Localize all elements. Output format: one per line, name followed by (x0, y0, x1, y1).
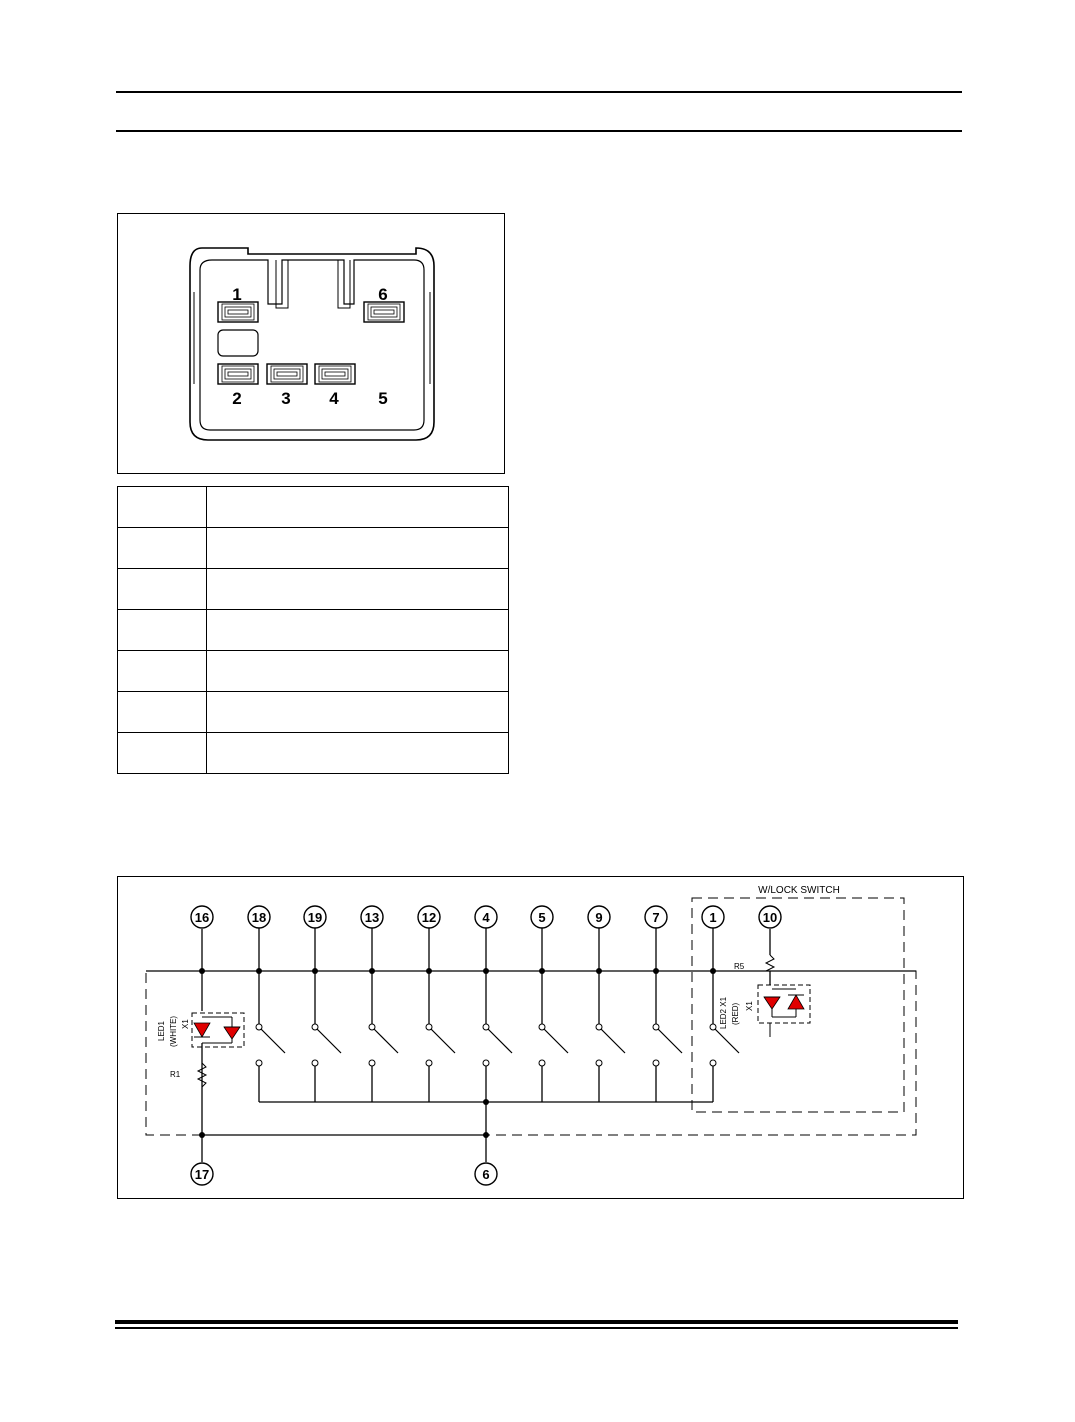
description-cell (206, 691, 509, 733)
wlock-switch-title: W/LOCK SWITCH (758, 885, 840, 896)
description-cell (206, 486, 509, 528)
terminal-label: 12 (422, 910, 436, 925)
footer-rule-thin (115, 1327, 958, 1329)
table-row (117, 568, 509, 610)
terminal-17 (190, 1162, 214, 1186)
r5-resistor (764, 954, 776, 972)
pin-label-4: 4 (329, 389, 339, 408)
terminal-label: 5 (538, 910, 545, 925)
terminal-label: 10 (763, 910, 777, 925)
pin-description-table (117, 486, 509, 774)
pin-label-6: 6 (378, 285, 387, 304)
led2-diode-a (763, 996, 781, 1010)
pin-cell (117, 691, 207, 733)
pin-cavity (217, 363, 259, 385)
switch-contact (600, 1028, 626, 1054)
led1-color: (WHITE) (169, 1016, 178, 1047)
led2-label: LED2 X1 (719, 996, 728, 1029)
led2-color: (RED) (731, 1002, 740, 1025)
switch-contact (487, 1028, 513, 1054)
switch-contact (543, 1028, 569, 1054)
pin-cavity (363, 301, 405, 323)
terminal-label: 19 (308, 910, 322, 925)
switch-contact (316, 1028, 342, 1054)
pin-cell (117, 609, 207, 651)
terminal-17-label: 17 (195, 1167, 209, 1182)
led1-label: LED1 (157, 1020, 166, 1041)
terminal-label: 4 (482, 910, 490, 925)
pin-cell (117, 732, 207, 774)
switch-contact (373, 1028, 399, 1054)
pin-cavity (314, 363, 356, 385)
switch-module-boundary (145, 970, 917, 1136)
footer-rule-thick (115, 1320, 958, 1324)
description-cell (206, 568, 509, 610)
r1-label: R1 (170, 1070, 181, 1079)
description-cell (206, 609, 509, 651)
switch-contact (714, 1028, 740, 1054)
terminal-label: 1 (709, 910, 716, 925)
terminal-label: 9 (595, 910, 602, 925)
connector-face-diagram: 1 6 2 3 4 5 (117, 213, 505, 474)
terminal-10 (758, 905, 782, 929)
terminal-label: 16 (195, 910, 209, 925)
pin-label-1: 1 (232, 285, 241, 304)
led1-diode-a (193, 1022, 211, 1038)
switch-contact (260, 1028, 286, 1054)
terminal-6 (474, 1162, 498, 1186)
description-cell (206, 527, 509, 569)
led1-package (191, 1012, 245, 1048)
pin-cell (117, 650, 207, 692)
connector-inner-housing (199, 259, 425, 431)
led1-diode-b (223, 1026, 241, 1040)
table-row (117, 486, 509, 528)
key-cavity (217, 329, 259, 357)
r5-label: R5 (734, 962, 745, 971)
table-row (117, 732, 509, 774)
terminal-label: 18 (252, 910, 266, 925)
r1-resistor (196, 1062, 208, 1088)
pin-cell (117, 486, 207, 528)
terminal-16 (190, 905, 214, 929)
header-rule-top (116, 91, 962, 93)
table-row (117, 527, 509, 569)
description-cell (206, 732, 509, 774)
table-row (117, 609, 509, 651)
table-row (117, 650, 509, 692)
switch-contact (657, 1028, 683, 1054)
led2-diode-b (787, 994, 805, 1010)
wlock-switch-boundary (691, 897, 905, 1113)
pin-label-3: 3 (281, 389, 290, 408)
terminal-label: 7 (652, 910, 659, 925)
led2-ref: X1 (745, 1001, 754, 1011)
connector-housing (189, 247, 435, 441)
led2-package (757, 984, 811, 1024)
description-cell (206, 650, 509, 692)
terminal-label: 13 (365, 910, 379, 925)
switch-circuit-diagram: W/LOCK SWITCH 16 18 19 13 12 4 5 9 7 1 10 LED1 (WH… (117, 876, 964, 1199)
pin-cavity (217, 301, 259, 323)
terminal-6-label: 6 (482, 1167, 489, 1182)
pin-cell (117, 568, 207, 610)
switch-contact (430, 1028, 456, 1054)
table-row (117, 691, 509, 733)
pin-label-5: 5 (378, 389, 387, 408)
led1-ref: X1 (181, 1019, 190, 1029)
pin-label-2: 2 (232, 389, 241, 408)
pin-cavity (266, 363, 308, 385)
header-rule-bottom (116, 130, 962, 132)
pin-cell (117, 527, 207, 569)
